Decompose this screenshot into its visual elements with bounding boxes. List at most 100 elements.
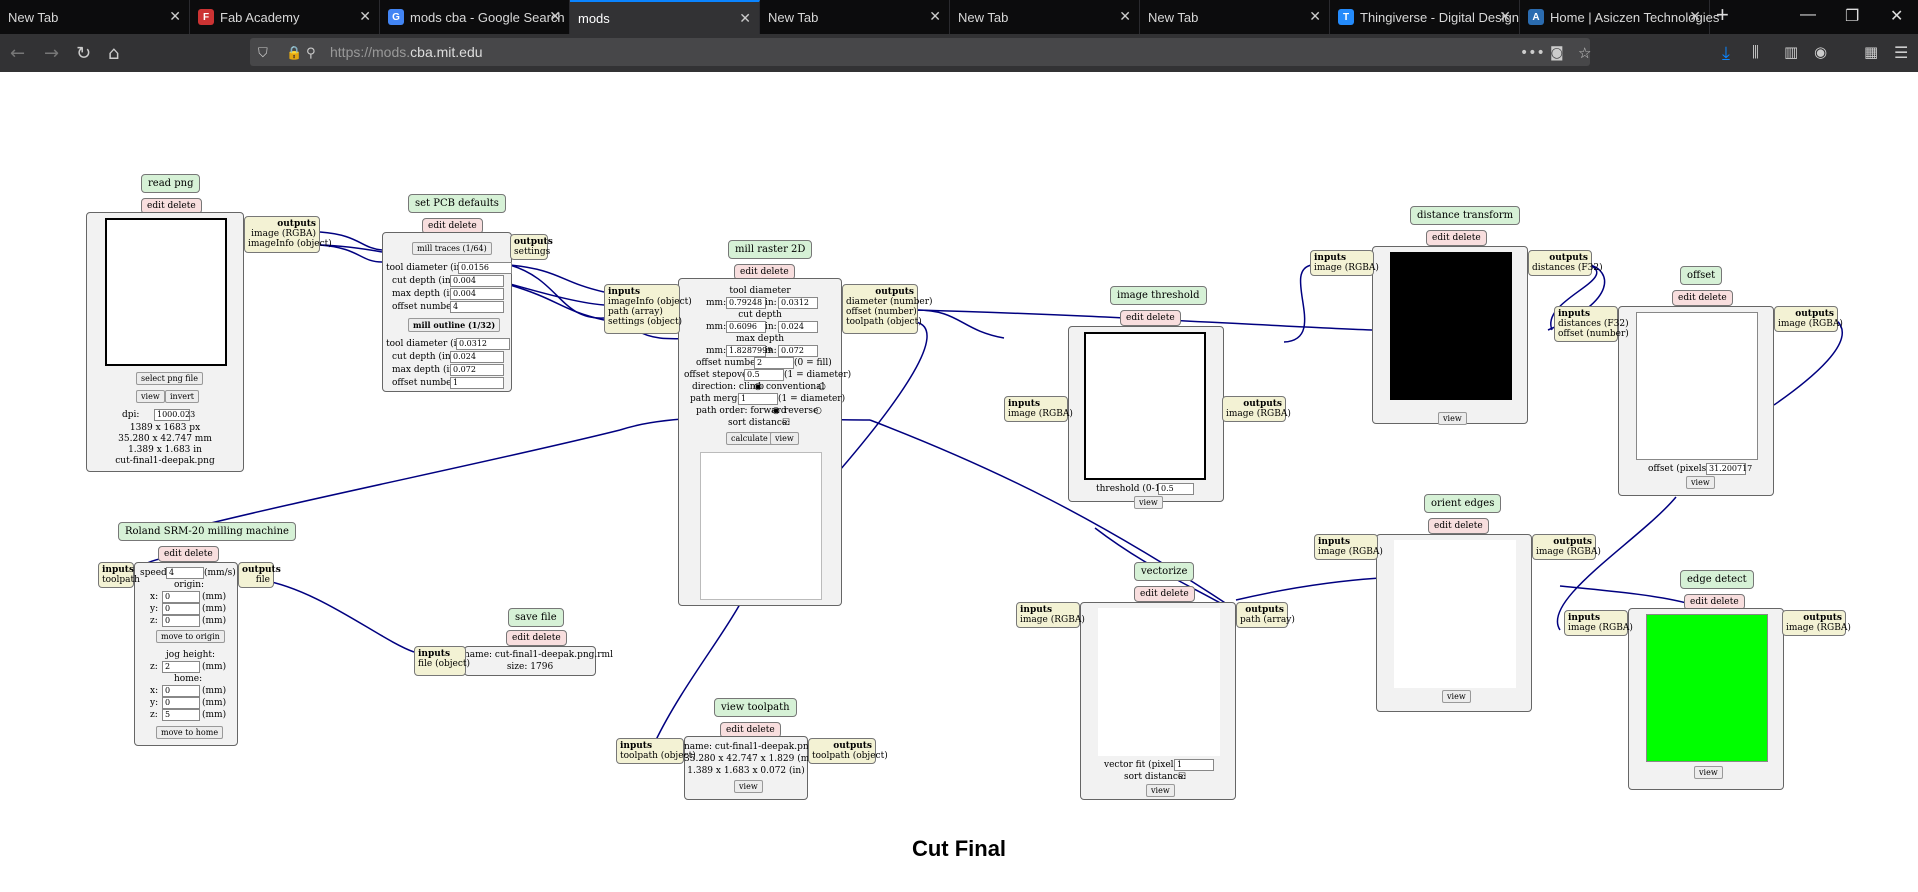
vector-fit-input[interactable]: 1 (1174, 759, 1214, 771)
module-title[interactable]: mill raster 2D (728, 240, 813, 259)
edit-delete-button[interactable]: edit delete (1672, 290, 1733, 306)
origin-z-input[interactable]: 0 (162, 615, 200, 627)
output-imageinfo[interactable]: imageInfo (object) (248, 239, 332, 249)
shield-icon[interactable]: ⛉ (258, 46, 268, 61)
minimize-icon[interactable]: — (1800, 6, 1816, 23)
climb-radio[interactable]: ◉ (754, 382, 762, 392)
extensions-icon[interactable]: ▦ (1864, 43, 1879, 61)
threshold-input[interactable]: 0.5 (1158, 483, 1194, 495)
outputs-port[interactable]: outputs image (RGBA) (1774, 306, 1843, 332)
max-depth-input-2[interactable]: 0.072 (450, 364, 504, 376)
module-title[interactable]: view toolpath (714, 698, 797, 717)
sort-distance-checkbox[interactable]: ☑ (1178, 772, 1187, 782)
inputs-port[interactable]: inputs toolpath (object) (616, 738, 696, 764)
page-actions-icon[interactable]: ••• (1520, 45, 1545, 61)
permissions-icon[interactable]: ⚲ (306, 46, 316, 61)
edit-delete-button[interactable]: edit delete (158, 546, 219, 562)
output-path[interactable]: path (array) (1240, 615, 1295, 625)
url-text[interactable]: https://mods.cba.mit.edu (330, 44, 483, 60)
offset-stepover-input[interactable]: 0.5 (744, 369, 784, 381)
move-to-home-button[interactable]: move to home (156, 726, 224, 739)
home-icon[interactable]: ⌂ (108, 43, 120, 64)
cut-depth-input-2[interactable]: 0.024 (450, 351, 504, 363)
view-button[interactable]: view (1694, 766, 1723, 779)
bookmark-star-icon[interactable]: ☆ (1578, 44, 1592, 62)
input-distances[interactable]: distances (F32) (1558, 319, 1629, 329)
input-image[interactable]: image (RGBA) (1008, 409, 1073, 419)
sort-distance-checkbox[interactable]: ☑ (782, 418, 791, 428)
tab-close-icon[interactable]: ✕ (549, 8, 561, 24)
outputs-port[interactable]: outputs file (238, 562, 281, 588)
forward-icon[interactable]: → (44, 43, 60, 64)
output-offset[interactable]: offset (number) (846, 307, 917, 317)
tab-close-icon[interactable]: ✕ (739, 10, 751, 26)
outputs-port[interactable]: outputs image (RGBA) imageInfo (object) (244, 216, 332, 253)
lock-icon[interactable]: 🔒 (286, 46, 303, 61)
module-title[interactable]: set PCB defaults (408, 194, 506, 213)
offset-pixels-input[interactable]: 31.200717 (1706, 463, 1752, 475)
reload-icon[interactable]: ↻ (76, 43, 92, 64)
view-button[interactable]: view (1146, 784, 1175, 797)
offset-number-input[interactable]: 2 (754, 357, 794, 369)
input-image[interactable]: image (RGBA) (1318, 547, 1383, 557)
view-button[interactable]: view (770, 432, 799, 445)
tab-close-icon[interactable]: ✕ (1309, 8, 1321, 24)
module-title[interactable]: offset (1680, 266, 1723, 285)
pocket-icon[interactable]: ◙ (1550, 45, 1564, 61)
output-image[interactable]: image (RGBA) (1786, 623, 1851, 633)
module-title[interactable]: image threshold (1110, 286, 1207, 305)
inputs-port[interactable]: inputs distances (F32) offset (number) (1554, 306, 1629, 342)
module-title[interactable]: orient edges (1424, 494, 1502, 513)
outputs-port[interactable]: outputs path (array) (1236, 602, 1295, 628)
menu-icon[interactable]: ☰ (1894, 43, 1909, 62)
max-depth-in-input[interactable]: 0.072 (778, 345, 818, 357)
cut-depth-mm-input[interactable]: 0.6096 (726, 321, 766, 333)
url-bar[interactable] (250, 38, 1590, 66)
view-button[interactable]: view (1438, 412, 1467, 425)
select-png-button[interactable]: select png file (136, 372, 203, 385)
module-title[interactable]: save file (508, 608, 564, 627)
tab-close-icon[interactable]: ✕ (1499, 8, 1511, 24)
tab-close-icon[interactable]: ✕ (929, 8, 941, 24)
edit-delete-button[interactable]: edit delete (1120, 310, 1181, 326)
tool-diameter-in-input[interactable]: 0.0312 (778, 297, 818, 309)
output-image[interactable]: image (RGBA) (1226, 409, 1291, 419)
input-image[interactable]: image (RGBA) (1314, 263, 1379, 273)
view-button[interactable]: view (136, 390, 165, 403)
input-settings[interactable]: settings (object) (608, 317, 683, 327)
inputs-port[interactable]: inputs file (object) (414, 646, 470, 676)
module-title[interactable]: distance transform (1410, 206, 1521, 225)
input-toolpath[interactable]: toolpath (object) (620, 751, 696, 761)
download-icon[interactable]: ⤓ (1722, 43, 1730, 64)
input-imageinfo[interactable]: imageInfo (object) (608, 297, 692, 307)
max-depth-input[interactable]: 0.004 (450, 288, 504, 300)
output-image[interactable]: image (RGBA) (1778, 319, 1843, 329)
tab-5[interactable]: New Tab✕ (950, 0, 1140, 34)
outputs-port[interactable]: outputs image (RGBA) (1532, 534, 1601, 560)
input-offset[interactable]: offset (number) (1558, 329, 1629, 339)
tab-6[interactable]: New Tab✕ (1140, 0, 1330, 34)
back-icon[interactable]: ← (10, 43, 26, 64)
output-distances[interactable]: distances (F32) (1532, 263, 1603, 273)
module-title[interactable]: read png (141, 174, 201, 193)
edit-delete-button[interactable]: edit delete (141, 198, 202, 214)
account-icon[interactable]: ◉ (1814, 43, 1828, 61)
path-merge-input[interactable]: 1 (738, 393, 778, 405)
inputs-port[interactable]: inputs toolpath (98, 562, 140, 588)
input-image[interactable]: image (RGBA) (1568, 623, 1633, 633)
output-image[interactable]: image (RGBA) (1536, 547, 1601, 557)
forward-radio[interactable]: ◉ (772, 406, 780, 416)
tab-0[interactable]: New Tab✕ (0, 0, 190, 34)
edit-delete-button[interactable]: edit delete (506, 630, 567, 646)
view-button[interactable]: view (1134, 496, 1163, 509)
tool-diameter-input[interactable]: 0.0156 (458, 262, 512, 274)
max-depth-mm-input[interactable]: 1.8287999 (726, 345, 772, 357)
move-to-origin-button[interactable]: move to origin (156, 630, 225, 643)
tab-close-icon[interactable]: ✕ (169, 8, 181, 24)
offset-number-input[interactable]: 4 (450, 301, 504, 313)
tab-close-icon[interactable]: ✕ (359, 8, 371, 24)
